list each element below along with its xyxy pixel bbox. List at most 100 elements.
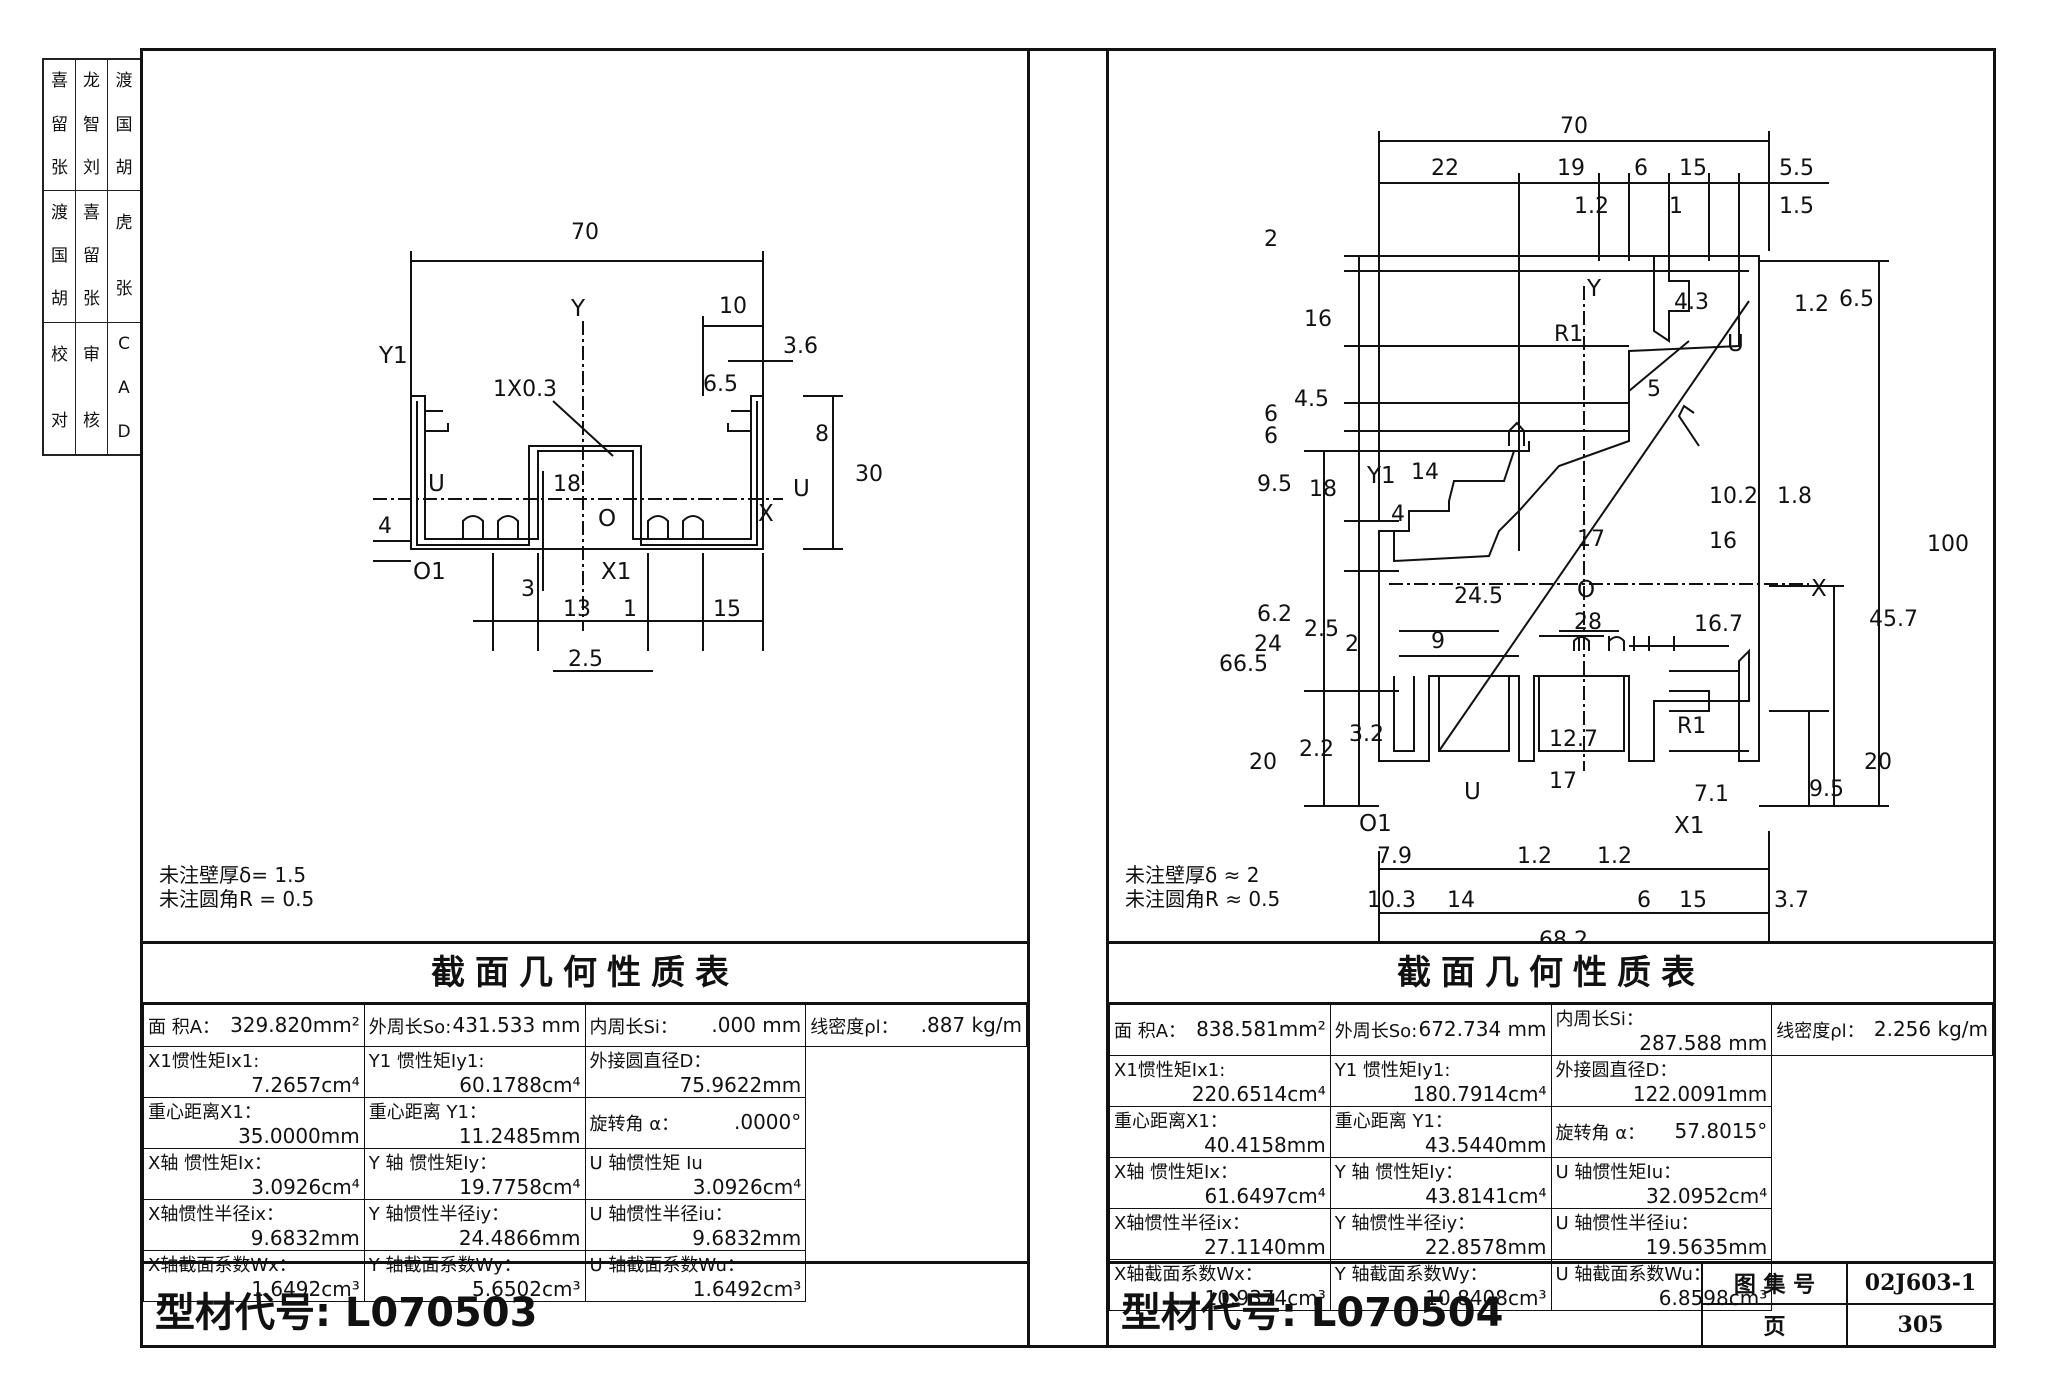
dim-3-6: 3.6 xyxy=(783,334,818,359)
property-label: 外接圆直径D： xyxy=(1555,1060,1678,1081)
dim-4-5: 4.5 xyxy=(1294,387,1329,412)
origin-label: O xyxy=(598,506,616,532)
property-cell: X轴 惯性矩Ix：3.0926cm⁴ xyxy=(143,1148,365,1200)
property-cell: Y 轴截面系数Wy：5.6502cm³ xyxy=(363,1250,586,1302)
property-cell: X1惯性矩Ix1:220.6514cm⁴ xyxy=(1109,1055,1331,1107)
property-label: X1惯性矩Ix1: xyxy=(1114,1060,1226,1081)
dim-1-2: 1.2 xyxy=(1597,844,1632,869)
property-cell: X轴惯性半径ix：9.6832mm xyxy=(143,1199,365,1251)
property-value: 10.9374cm³ xyxy=(1204,1286,1326,1310)
property-cell: X轴 惯性矩Ix：61.6497cm⁴ xyxy=(1109,1157,1331,1209)
property-value: 9.6832mm xyxy=(250,1226,360,1250)
note-wall-thickness: 未注壁厚δ= 1.5 xyxy=(159,863,307,887)
property-label: 外接圆直径D： xyxy=(589,1051,712,1072)
atlas-block: 图 集 号 02J603-1 页 305 xyxy=(1701,1264,1993,1345)
property-label: Y 轴 惯性矩Iy： xyxy=(368,1153,498,1174)
axis-u-label: U xyxy=(1464,779,1481,805)
dim-13: 13 xyxy=(563,597,591,622)
property-label: 外周长So: xyxy=(1334,1021,1418,1042)
property-value: 19.5635mm xyxy=(1645,1235,1768,1259)
dim-9-5: 9.5 xyxy=(1257,472,1292,497)
sheet-spine xyxy=(1030,48,1106,1348)
dim-16-7: 16.7 xyxy=(1694,612,1743,637)
dim-24: 24 xyxy=(1254,632,1282,657)
property-cell: 重心距离 Y1：11.2485mm xyxy=(363,1097,586,1149)
property-cell: 面 积A：329.820mm² xyxy=(143,1004,365,1047)
property-cell: 重心距离X1：40.4158mm xyxy=(1109,1106,1331,1158)
dim-4-3: 4.3 xyxy=(1674,290,1709,315)
axis-y-label: Y xyxy=(570,296,586,322)
property-label: 重心距离X1： xyxy=(1114,1111,1228,1132)
dim-6: 6 xyxy=(1637,888,1651,913)
sheet-l070503: 70 10 3.6 6.5 8 30 4 18 3 13 1 15 2.5 1X… xyxy=(140,48,1030,1348)
property-cell: X轴惯性半径ix：27.1140mm xyxy=(1109,1208,1331,1260)
property-label: Y 轴惯性半径iy： xyxy=(1334,1213,1476,1234)
dim-6: 6 xyxy=(1634,156,1648,181)
page-number: 305 xyxy=(1897,1311,1944,1338)
property-label: Y 轴截面系数Wy： xyxy=(368,1255,522,1276)
dim-10: 10 xyxy=(719,294,747,319)
dim-r1: R1 xyxy=(1677,714,1706,739)
property-cell: 外接圆直径D：75.9622mm xyxy=(584,1046,807,1098)
table-title: 截面几何性质表 xyxy=(1109,944,1993,1004)
dim-7-1: 7.1 xyxy=(1694,782,1729,807)
property-cell: Y 轴 惯性矩Iy：19.7758cm⁴ xyxy=(363,1148,586,1200)
property-value: 5.6502cm³ xyxy=(472,1277,581,1301)
property-label: X轴 惯性矩Ix： xyxy=(148,1153,273,1174)
dim-4: 4 xyxy=(378,514,392,539)
property-cell: 线密度ρl：.887 kg/m xyxy=(805,1004,1027,1047)
note-wall-thickness: 未注壁厚δ ≈ 2 xyxy=(1125,863,1260,887)
atlas-label: 图 集 号 xyxy=(1703,1264,1848,1305)
dim-2: 2 xyxy=(1264,227,1278,252)
property-cell: 内周长Si：287.588 mm xyxy=(1550,1004,1773,1056)
property-label: 线密度ρl： xyxy=(1776,1021,1865,1042)
property-cell: Y 轴惯性半径iy：22.8578mm xyxy=(1329,1208,1552,1260)
profile-outline xyxy=(1378,255,1760,762)
dim-width: 70 xyxy=(571,220,599,245)
property-value: 1.6492cm³ xyxy=(692,1277,802,1301)
property-cell: 线密度ρl：2.256 kg/m xyxy=(1771,1004,1993,1056)
dim-24-5: 24.5 xyxy=(1454,584,1503,609)
property-value: 61.6497cm⁴ xyxy=(1204,1184,1326,1208)
property-cell: 外接圆直径D：122.0091mm xyxy=(1550,1055,1773,1107)
property-value: 43.5440mm xyxy=(1424,1133,1547,1157)
dim-16: 16 xyxy=(1709,529,1737,554)
dim-18: 18 xyxy=(1309,477,1337,502)
property-cell: X轴截面系数Wx：1.6492cm³ xyxy=(143,1250,365,1302)
property-value: 122.0091mm xyxy=(1632,1082,1768,1106)
origin-label: O xyxy=(1577,577,1595,603)
property-label: Y1 惯性矩Iy1: xyxy=(1334,1060,1451,1081)
dim-7-9: 7.9 xyxy=(1377,844,1412,869)
profile-code-row: 型材代号: L070504 图 集 号 02J603-1 页 305 xyxy=(1109,1261,1993,1345)
property-cell: U 轴惯性矩Iu：32.0952cm⁴ xyxy=(1550,1157,1773,1209)
dim-17: 17 xyxy=(1577,527,1605,552)
property-cell: 面 积A：838.581mm² xyxy=(1109,1004,1331,1056)
property-cell: U 轴惯性半径iu：19.5635mm xyxy=(1550,1208,1773,1260)
property-value: 43.8141cm⁴ xyxy=(1425,1184,1547,1208)
dim-68-2: 68.2 xyxy=(1539,928,1588,941)
axis-y-label: Y xyxy=(1586,276,1602,302)
profile-drawing-l070504: 70 22 19 6 15 5.5 1.2 1 1.5 2 16 4.3 1.2… xyxy=(1109,51,1993,961)
property-label: 内周长Si： xyxy=(589,1016,678,1038)
property-value: 10.8408cm³ xyxy=(1425,1286,1547,1310)
property-label: 外周长So: xyxy=(368,1016,452,1038)
property-label: U 轴惯性半径iu： xyxy=(589,1204,733,1225)
property-label: X轴惯性半径ix： xyxy=(1114,1213,1250,1234)
property-label: Y 轴截面系数Wy： xyxy=(1334,1264,1488,1285)
dim-14: 14 xyxy=(1411,460,1439,485)
property-value: 3.0926cm⁴ xyxy=(251,1175,360,1199)
property-label: U 轴惯性矩Iu： xyxy=(1555,1162,1682,1183)
property-label: X1惯性矩Ix1: xyxy=(148,1051,260,1072)
property-label: 面 积A： xyxy=(148,1016,221,1038)
property-value: 672.734 mm xyxy=(1418,1017,1547,1041)
